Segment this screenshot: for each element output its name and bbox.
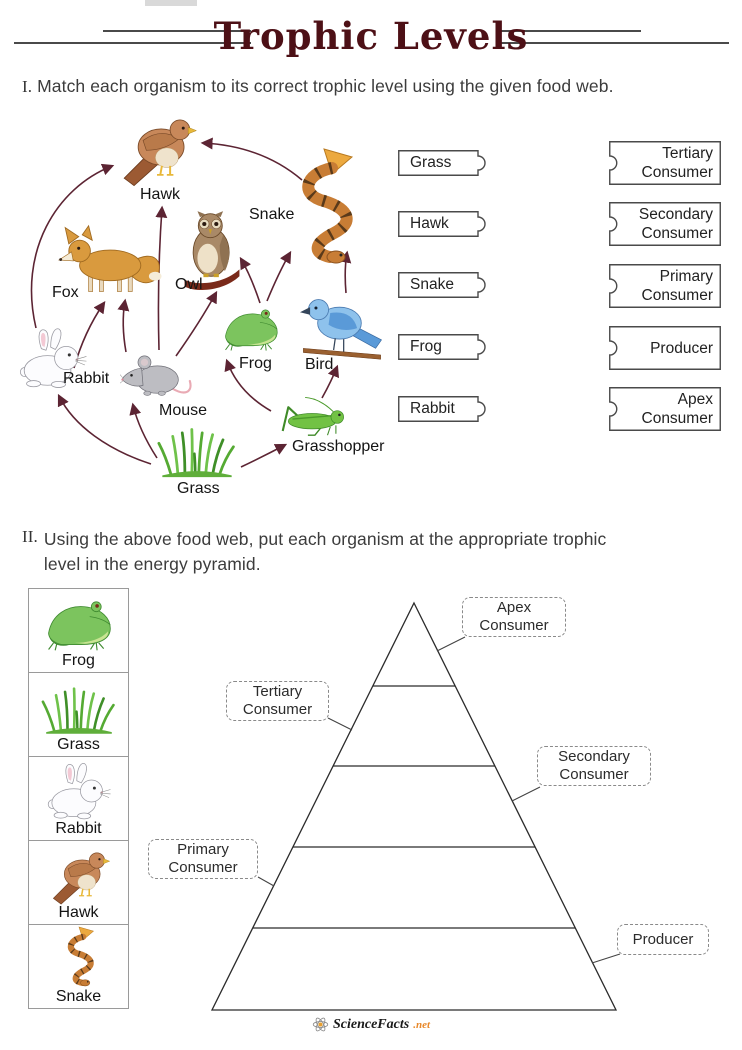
card-frog: Frog (28, 588, 129, 673)
match-piece-rabbit: Rabbit (398, 396, 490, 422)
match-piece-frog: Frog (398, 334, 490, 360)
arrow-grass-rabbit (57, 393, 152, 465)
match-piece-frog-label: Frog (410, 338, 442, 355)
match-piece-rabbit-label: Rabbit (410, 400, 455, 417)
match-piece-apex-consumer-label: Apex Consumer (641, 391, 714, 427)
snake-image (284, 146, 364, 268)
arrow-bird-snake (339, 250, 352, 294)
arrow-grasshopper-frog (224, 358, 272, 412)
card-grass-label: Grass (57, 736, 100, 753)
section2-instruction-line2: level in the energy pyramid. (43, 554, 261, 574)
card-rabbit-label: Rabbit (55, 820, 102, 837)
card-frog-image (42, 595, 116, 653)
match-piece-snake-label: Snake (410, 276, 454, 293)
match-piece-tertiary-consumer-label: Tertiary Consumer (641, 145, 714, 181)
arrow-frog-owl (239, 256, 261, 304)
top-edge-artifact (145, 0, 197, 6)
leader-primary (257, 876, 275, 887)
arrow-rabbit-hawk (30, 163, 115, 329)
grass-image (153, 426, 241, 478)
card-rabbit: Rabbit (28, 756, 129, 841)
hawk-image (116, 106, 198, 188)
arrow-mouse-owl (175, 290, 218, 357)
atom-flower-icon (312, 1017, 329, 1032)
match-piece-snake: Snake (398, 272, 490, 298)
title-rule-left-top (103, 30, 251, 32)
snake-label: Snake (249, 206, 295, 223)
section1-numeral: I. (22, 77, 33, 96)
pyramid-outline (210, 601, 618, 1011)
match-piece-secondary-consumer-label: Secondary Consumer (638, 206, 713, 242)
leader-tertiary (327, 717, 353, 731)
footer-brand-text: ScienceFacts (332, 1016, 410, 1032)
section2-instruction: II. Using the above food web, put each o… (22, 527, 606, 577)
match-piece-primary-consumer-label: Primary Consumer (641, 268, 714, 304)
footer-logo: ScienceFacts .net (0, 1016, 742, 1033)
bird-label: Bird (305, 356, 334, 373)
organism-card-column: Frog Grass Rabbit Hawk Snake (28, 588, 129, 1009)
grasshopper-image (270, 396, 350, 438)
frog-label: Frog (239, 355, 272, 372)
title-rule-right-top (498, 30, 641, 32)
title-rule-left-bottom (14, 42, 251, 44)
card-frog-label: Frog (62, 652, 95, 669)
arrow-snake-hawk (200, 137, 303, 181)
grass-label: Grass (177, 480, 220, 497)
match-piece-secondary-consumer: Secondary Consumer (609, 202, 721, 246)
pyramid-label-primary-consumer: Primary Consumer (148, 839, 258, 879)
match-piece-grass-label: Grass (410, 154, 452, 171)
grasshopper-label: Grasshopper (292, 438, 385, 455)
frog-image (220, 300, 282, 357)
hawk-label: Hawk (140, 186, 181, 203)
card-hawk: Hawk (28, 840, 129, 925)
pyramid-leader-lines (257, 636, 621, 964)
title-rule-right-bottom (498, 42, 729, 44)
match-piece-tertiary-consumer: Tertiary Consumer (609, 141, 721, 185)
section1-instruction: I. Match each organism to its correct tr… (22, 76, 614, 97)
arrow-grass-mouse (129, 402, 158, 459)
card-hawk-image (47, 842, 111, 906)
card-rabbit-image (46, 761, 112, 821)
card-grass-image (38, 685, 120, 735)
match-piece-hawk-label: Hawk (410, 215, 449, 232)
card-hawk-label: Hawk (58, 904, 99, 921)
leader-secondary (511, 786, 541, 802)
pyramid-label-producer: Producer (617, 924, 709, 955)
card-grass: Grass (28, 672, 129, 757)
arrow-mouse-fox (117, 298, 130, 353)
arrow-frog-snake (266, 250, 292, 302)
arrow-grass-grasshopper (240, 443, 288, 468)
energy-pyramid (210, 601, 618, 1011)
mouse-image (120, 350, 192, 402)
arrow-grasshopper-bird (321, 364, 340, 399)
match-piece-primary-consumer: Primary Consumer (609, 264, 721, 308)
card-snake-label: Snake (55, 988, 102, 1005)
footer-tld-text: .net (413, 1018, 431, 1031)
match-piece-apex-consumer: Apex Consumer (609, 387, 721, 431)
match-piece-hawk: Hawk (398, 211, 490, 237)
match-piece-grass: Grass (398, 150, 490, 176)
page-title: Trophic Levels (213, 14, 529, 58)
rabbit-label: Rabbit (63, 370, 110, 387)
section2-numeral: II. (22, 527, 38, 546)
card-snake: Snake (28, 924, 129, 1009)
owl-label: Owl (175, 276, 203, 293)
match-piece-producer-label: Producer (650, 339, 713, 357)
mouse-label: Mouse (159, 402, 208, 419)
pyramid-label-apex-consumer: Apex Consumer (462, 597, 566, 637)
leader-producer (591, 953, 621, 964)
section1-instruction-text: Match each organism to its correct troph… (37, 76, 614, 96)
fox-label: Fox (52, 284, 79, 301)
card-snake-image (58, 926, 100, 988)
leader-apex (436, 636, 466, 652)
section2-instruction-line1: Using the above food web, put each organ… (43, 529, 607, 549)
pyramid-label-secondary-consumer: Secondary Consumer (537, 746, 651, 786)
match-piece-producer: Producer (609, 326, 721, 370)
pyramid-label-tertiary-consumer: Tertiary Consumer (226, 681, 329, 721)
